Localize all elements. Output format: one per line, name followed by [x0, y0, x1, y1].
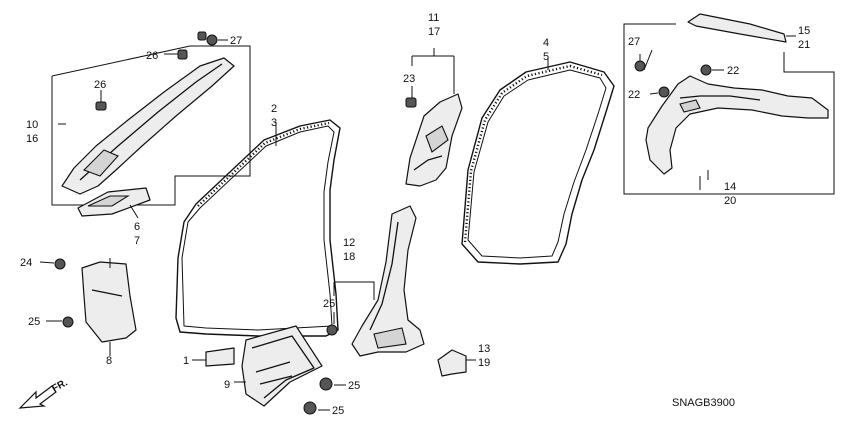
- clip-22-lower: [658, 86, 670, 98]
- callout-20: 20: [724, 195, 736, 207]
- callout-21: 21: [798, 39, 810, 51]
- callout-25-sill-upper: 25: [348, 380, 360, 392]
- side-defroster-vent: [77, 187, 151, 219]
- callout-27-top: 27: [230, 35, 242, 47]
- callout-9: 9: [224, 379, 230, 391]
- clip-25-sill-lower: [303, 401, 330, 415]
- front-direction-indicator: FR.: [18, 377, 70, 409]
- callout-19: 19: [478, 357, 490, 369]
- a-pillar-speaker-grille: [83, 149, 119, 177]
- callout-5: 5: [543, 51, 549, 63]
- clip-24: [39, 258, 66, 270]
- callout-1: 1: [183, 355, 189, 367]
- callout-25-center: 25: [323, 298, 335, 310]
- callout-27-rear: 27: [628, 36, 640, 48]
- callout-26-top: 26: [146, 50, 158, 62]
- callout-12: 12: [343, 237, 355, 249]
- sill-pad-1: [192, 347, 235, 367]
- front-arrow-icon: [18, 385, 57, 409]
- callout-22-upper: 22: [727, 65, 739, 77]
- clip-25-sill-upper: [319, 377, 346, 391]
- clip-27-top: [197, 31, 228, 46]
- callout-4: 4: [543, 37, 549, 49]
- front-kick-panel-8: [39, 258, 137, 356]
- callout-24: 24: [20, 257, 32, 269]
- pillar-bracket-13: [437, 349, 476, 377]
- front-door-opening-seal: [175, 119, 341, 337]
- callout-17: 17: [428, 26, 440, 38]
- callout-3: 3: [271, 117, 277, 129]
- callout-6: 6: [134, 221, 140, 233]
- clip-25-left: [46, 316, 74, 328]
- center-pillar-upper-trim: [405, 48, 463, 187]
- callout-8: 8: [106, 355, 112, 367]
- center-pillar-lower-trim: [326, 205, 425, 357]
- callout-10: 10: [26, 119, 38, 131]
- callout-23: 23: [403, 73, 415, 85]
- callout-22-lower: 22: [628, 89, 640, 101]
- callout-2: 2: [271, 103, 277, 115]
- callout-labels: 1 2 3 4 5 6 7 8 9 10 11 12 13 14 15 16 1…: [20, 12, 810, 417]
- rear-pillar-assembly-group: [623, 13, 835, 195]
- rear-pillar-trim: [645, 75, 829, 175]
- rear-pillar-upper-garnish: [687, 13, 787, 43]
- callout-26-upper: 26: [94, 79, 106, 91]
- clip-27-rear: [634, 60, 646, 72]
- callout-16: 16: [26, 133, 38, 145]
- assembly-box-a-pillar: [51, 45, 251, 206]
- clip-25-center: [326, 324, 338, 336]
- callout-13: 13: [478, 343, 490, 355]
- callout-25-left: 25: [28, 316, 40, 328]
- diagram-code: SNAGB3900: [672, 397, 735, 409]
- a-pillar-assembly-group: [51, 31, 251, 219]
- callout-14: 14: [724, 181, 736, 193]
- clip-26-upper: [95, 90, 107, 111]
- clip-23: [405, 97, 417, 108]
- assembly-box-rear-pillar: [623, 23, 835, 195]
- front-sill-garnish-9: [234, 325, 323, 407]
- leader-lines: [58, 123, 709, 180]
- clip-26-top: [164, 49, 188, 60]
- callout-25-sill-lower: 25: [332, 405, 344, 417]
- front-direction-label: FR.: [50, 377, 70, 394]
- callout-7: 7: [134, 235, 140, 247]
- callout-18: 18: [343, 251, 355, 263]
- clip-22-upper: [700, 64, 712, 76]
- rear-door-opening-seal: [461, 58, 615, 265]
- callout-15: 15: [798, 25, 810, 37]
- callout-11: 11: [428, 12, 439, 24]
